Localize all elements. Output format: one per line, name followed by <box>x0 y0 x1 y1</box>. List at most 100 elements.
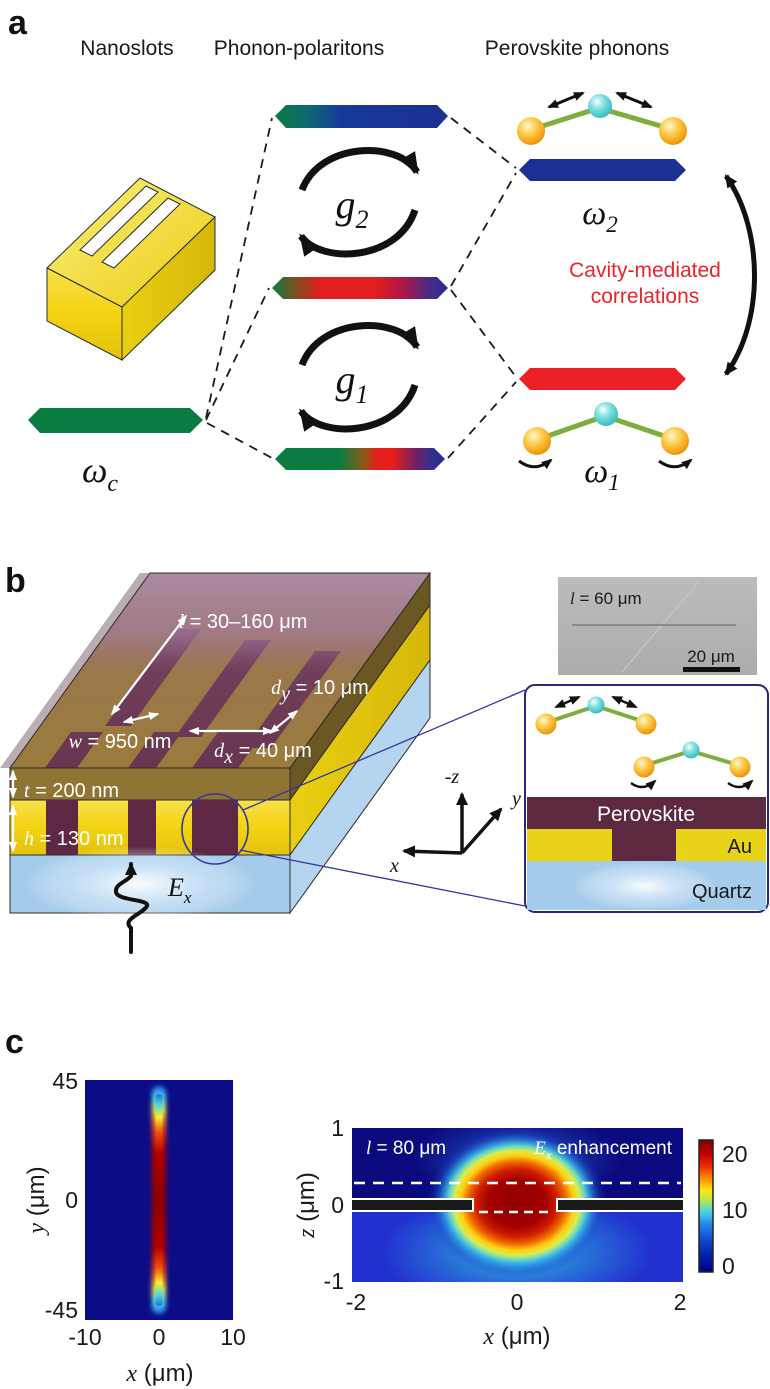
metal-atom <box>587 696 605 714</box>
perovskite-label: Perovskite <box>597 803 695 826</box>
slot-front <box>46 800 78 855</box>
xy-map-field <box>152 1086 166 1314</box>
gold-film-left <box>352 1198 474 1212</box>
y-axis-label: y <box>510 788 521 810</box>
rock-arrow <box>518 458 553 470</box>
sem-scalebar <box>683 667 740 672</box>
dim-dy-label: dy = 10 μm <box>271 677 369 705</box>
dim-h-label: h = 130 nm <box>24 828 124 850</box>
middle-polariton-bar <box>272 277 448 299</box>
bond <box>596 105 674 132</box>
lower-polariton-bar <box>275 448 445 470</box>
connector-dashed <box>450 289 517 378</box>
ex-pulse-arrow <box>114 862 149 954</box>
x-axis <box>402 845 463 858</box>
header-nanoslots: Nanoslots <box>80 37 173 60</box>
quartz-label: Quartz <box>692 881 752 903</box>
g1-label: g1 <box>336 357 369 409</box>
x-axis-label: x <box>389 855 399 877</box>
zoom-connector-line <box>242 689 526 811</box>
omega2-label: ω2 <box>582 195 618 237</box>
bond <box>536 413 608 442</box>
stretch-arrow <box>615 91 653 109</box>
halide-atom <box>517 117 545 145</box>
y-axis <box>460 807 503 855</box>
coupling-arrow-cw <box>298 147 421 192</box>
panel-b: b <box>0 562 769 954</box>
slot-length-annotation: l = 80 μm <box>366 1138 446 1159</box>
inset-stretch-molecule <box>535 695 657 735</box>
x-tick: -10 <box>68 1324 101 1350</box>
x-axis-label: x (μm) <box>482 1323 550 1350</box>
perovskite-front-face <box>9 767 291 801</box>
coupling-arrow-ccw <box>298 383 419 433</box>
xz-map-field <box>352 1128 683 1282</box>
coordinate-axes: -z y x <box>389 766 521 877</box>
inset-rock-molecule <box>630 741 754 791</box>
x-tick: 0 <box>153 1324 166 1350</box>
x-axis-label: x (μm) <box>125 1360 193 1387</box>
bond <box>546 704 598 724</box>
connector-dashed <box>205 287 270 421</box>
omega1-level-bar <box>519 368 686 390</box>
zoom-connector-line <box>239 849 526 907</box>
au-label: Au <box>728 836 752 858</box>
metal-atom <box>588 94 612 118</box>
panel-c: c 45 0 -45 -10 0 10 x (μm) y (μm) <box>5 1023 748 1387</box>
y-tick: 45 <box>52 1068 78 1094</box>
dim-t-label: t = 200 nm <box>24 780 119 802</box>
slab-side-face <box>121 215 216 362</box>
y-tick: 0 <box>65 1187 78 1213</box>
y-tick: -45 <box>45 1297 78 1323</box>
level-connectors <box>205 117 517 459</box>
ex-field-label: Ex <box>167 873 192 907</box>
device-3d-schematic: l = 30–160 μm w = 950 nm dy = 10 μm dx =… <box>0 571 526 954</box>
x-tick: 0 <box>511 1289 524 1315</box>
dim-w-label: w = 950 nm <box>69 731 172 753</box>
colorbar-tick: 20 <box>722 1141 748 1167</box>
connector-dashed <box>450 117 517 169</box>
connector-dashed <box>205 117 273 419</box>
halide-atom <box>633 756 655 778</box>
phonon-mode-rock-molecule <box>518 402 693 470</box>
coupling-g1: g1 <box>298 322 421 433</box>
colorbar-tick: 10 <box>722 1197 748 1223</box>
metal-atom <box>682 741 700 759</box>
rock-arrow <box>727 779 754 791</box>
hotspot-blob <box>427 1128 607 1278</box>
gold-nanoslot-3d <box>46 177 216 362</box>
panel-c-label: c <box>5 1023 24 1061</box>
phonon-mode-stretch-molecule <box>517 91 687 145</box>
coupling-arrow-ccw <box>298 208 419 258</box>
halide-atom <box>535 713 557 735</box>
connector-dashed <box>447 381 517 459</box>
nanoslot-opening <box>79 185 159 257</box>
bond <box>530 105 602 132</box>
perovskite-layer <box>527 797 766 829</box>
stretch-arrow <box>547 91 585 109</box>
panel-a-label: a <box>8 4 28 42</box>
halide-atom <box>659 117 687 145</box>
x-tick: -2 <box>346 1289 366 1315</box>
g2-label: g2 <box>336 182 369 234</box>
header-perovskite-phonons: Perovskite phonons <box>485 37 669 60</box>
x-tick: 2 <box>674 1289 687 1315</box>
dy-arrow <box>268 710 299 734</box>
slot-front <box>192 800 238 855</box>
omega2-level-bar <box>519 159 686 181</box>
halide-atom <box>635 713 657 735</box>
slot-field-streak-core <box>155 1094 163 1306</box>
slot-filled-with-perovskite <box>612 829 676 861</box>
correlations-text-line2: correlations <box>591 285 700 308</box>
correlations-text-line1: Cavity-mediated <box>569 259 721 282</box>
quartz-glow <box>25 846 255 922</box>
z-axis-label: z (μm) <box>293 1172 320 1239</box>
slot-width-arrow <box>122 712 160 724</box>
halide-atom <box>729 756 751 778</box>
slot-length-arrow <box>111 614 187 716</box>
cross-section-inset: Perovskite Au Quartz <box>524 684 769 913</box>
x-tick: 10 <box>220 1324 246 1350</box>
colorbar-tick: 0 <box>722 1253 735 1279</box>
